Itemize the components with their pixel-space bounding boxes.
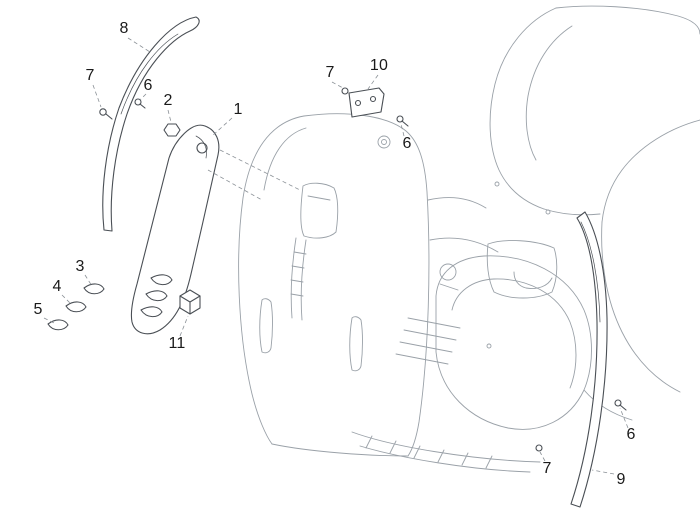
- part-bracket-10: [348, 87, 385, 118]
- part-louver-3: [83, 283, 105, 295]
- fastener-screw-6-bottom-right: [614, 399, 627, 411]
- callout-2: 2: [163, 92, 173, 109]
- callout-4: 4: [52, 278, 62, 295]
- fastener-screw-7-top-mid: [341, 87, 349, 95]
- part-trim-strip-8: [102, 16, 200, 232]
- fastener-nut-2: [163, 123, 181, 137]
- part-column-cover-1: [130, 124, 220, 335]
- part-block-11: [179, 289, 201, 315]
- leader-lines: [43, 37, 629, 475]
- part-trim-strip-9: [570, 211, 608, 508]
- part-louver-4: [65, 301, 87, 313]
- background-scooter-drawing: [238, 5, 700, 473]
- callout-10: 10: [369, 57, 389, 74]
- callout-11: 11: [168, 335, 186, 352]
- callout-8: 8: [119, 20, 129, 37]
- fastener-screw-6-top-left: [134, 98, 146, 109]
- callout-7-top-left: 7: [85, 67, 95, 84]
- callout-9: 9: [616, 471, 626, 488]
- fastener-screw-7-top-left: [99, 108, 113, 120]
- callout-7-bottom-right: 7: [542, 460, 552, 477]
- fastener-screw-6-top-mid: [396, 115, 409, 127]
- callout-6-top-mid: 6: [402, 135, 412, 152]
- callout-5: 5: [33, 301, 43, 318]
- callout-7-top-mid: 7: [325, 64, 335, 81]
- callout-6-top-left: 6: [143, 77, 153, 94]
- fastener-screw-7-bottom-right: [535, 444, 543, 452]
- callout-3: 3: [75, 258, 85, 275]
- callout-1: 1: [233, 101, 243, 118]
- exploded-parts: [47, 16, 627, 508]
- callout-6-bottom-right: 6: [626, 426, 636, 443]
